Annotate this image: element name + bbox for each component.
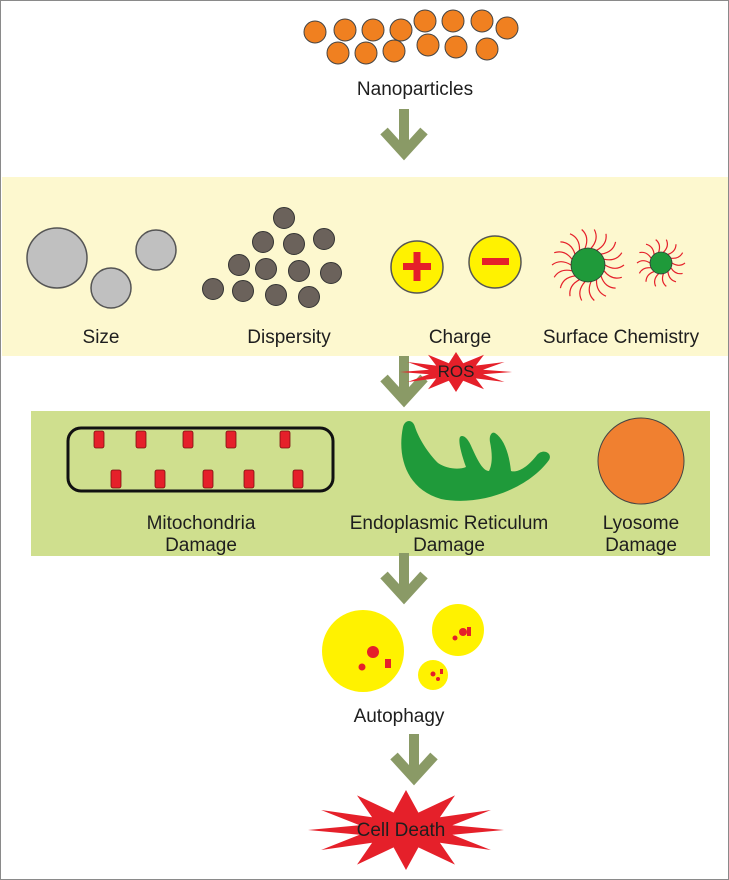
ros-label: ROS bbox=[437, 362, 475, 381]
charge-label: Charge bbox=[428, 327, 492, 348]
surface-chemistry-small-icon bbox=[636, 239, 686, 287]
size-label: Size bbox=[82, 327, 120, 348]
nanoparticles-label: Nanoparticles bbox=[356, 79, 474, 100]
endoplasmic-reticulum-icon bbox=[401, 421, 550, 501]
surface-chemistry-large-icon bbox=[551, 229, 625, 301]
surface-chemistry-label: Surface Chemistry bbox=[542, 327, 700, 348]
mitochondria-damage-label: Mitochondria Damage bbox=[146, 513, 256, 556]
autophagosomes-icon bbox=[322, 604, 484, 692]
er-damage-label: Endoplasmic Reticulum Damage bbox=[349, 513, 549, 556]
size-particles-icon bbox=[26, 227, 177, 309]
positive-charge-icon bbox=[390, 240, 444, 294]
negative-charge-icon bbox=[468, 235, 522, 289]
nanoparticles-icon bbox=[303, 9, 519, 65]
dispersity-label: Dispersity bbox=[247, 327, 331, 348]
lysosome-damage-label: Lyosome Damage bbox=[602, 513, 680, 556]
mitochondrion-icon bbox=[66, 426, 335, 493]
cell-death-label: Cell Death bbox=[356, 820, 446, 841]
ros-star-icon bbox=[400, 352, 512, 392]
autophagy-label: Autophagy bbox=[353, 706, 445, 727]
lysosome-icon bbox=[597, 417, 685, 505]
dispersity-particles-icon bbox=[202, 207, 342, 308]
cell-death-star-icon bbox=[308, 790, 504, 870]
